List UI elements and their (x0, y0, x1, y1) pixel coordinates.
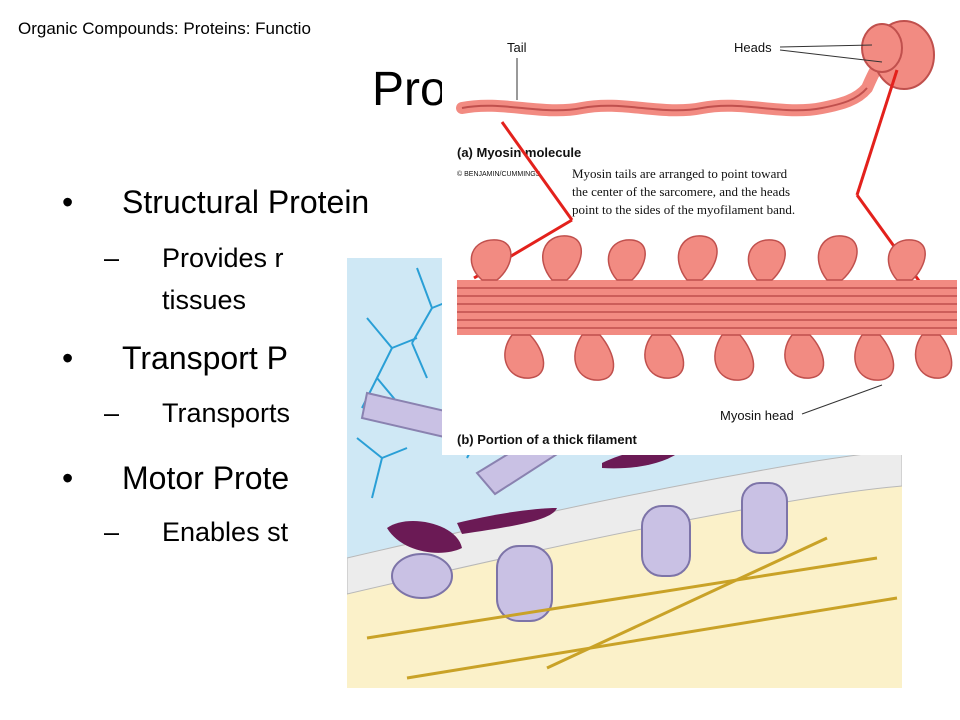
bullet-structural-text: Structural Protein (122, 184, 370, 220)
myosin-figure-svg: Tail Heads (a) Myosin molecule © BENJAMI… (442, 0, 960, 455)
sub-structural-2: tissues (162, 285, 246, 316)
caption-a: (a) Myosin molecule (457, 145, 581, 160)
tail-label: Tail (507, 40, 527, 55)
note-line-3: point to the sides of the myofilament ba… (572, 202, 795, 217)
bullet-dot: • (62, 184, 74, 220)
heads-label: Heads (734, 40, 772, 55)
thick-filament (457, 235, 957, 381)
myosin-head-label: Myosin head (720, 408, 794, 423)
slide-title: Pro (372, 63, 447, 116)
note-line-2: the center of the sarcomere, and the hea… (572, 184, 790, 199)
bullet-dot: • (62, 340, 74, 376)
actin-filaments (366, 536, 898, 680)
membrane-proteins (391, 482, 788, 622)
filament-heads (470, 235, 953, 381)
note-line-1: Myosin tails are arranged to point towar… (572, 166, 788, 181)
caption-b: (b) Portion of a thick filament (457, 432, 638, 447)
copyright-text: © BENJAMIN/CUMMINGS (457, 170, 541, 178)
dash-marker: – (104, 243, 120, 273)
slide-breadcrumb: Organic Compounds: Proteins: Functio (18, 19, 311, 38)
dash-marker: – (104, 517, 120, 547)
sub-motor-1-text: Enables st (162, 517, 289, 547)
myosin-molecule (456, 20, 935, 117)
sub-structural-1-text: Provides r (162, 243, 284, 273)
bullet-transport-text: Transport P (122, 340, 288, 376)
bullet-dot: • (62, 460, 74, 496)
myosin-figure: Tail Heads (a) Myosin molecule © BENJAMI… (442, 0, 960, 455)
sub-structural-2-text: tissues (162, 285, 247, 315)
sub-transport-1-text: Transports (162, 398, 291, 428)
dash-marker: – (104, 398, 120, 428)
bullet-motor-text: Motor Prote (122, 460, 290, 496)
